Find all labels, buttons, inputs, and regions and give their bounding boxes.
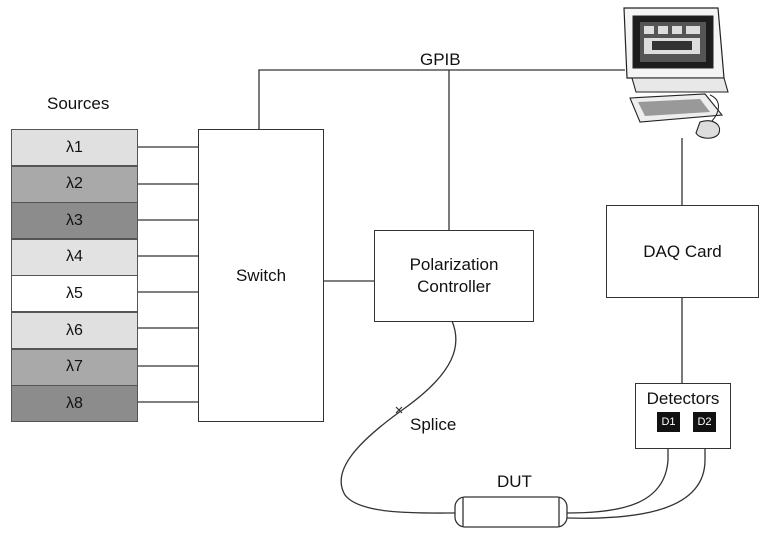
detectors-label: Detectors bbox=[646, 389, 720, 408]
switch-label: Switch bbox=[235, 265, 287, 285]
splice-mark-icon bbox=[395, 406, 403, 414]
detectors-box: Detectors bbox=[635, 383, 731, 449]
splice-label: Splice bbox=[410, 415, 457, 434]
source-lambda-5: λ5 bbox=[11, 275, 138, 313]
detector-d2: D2 bbox=[693, 412, 716, 432]
sources-label: Sources bbox=[47, 94, 110, 113]
source-lambda-6: λ6 bbox=[11, 312, 138, 349]
source-label: λ2 bbox=[66, 175, 83, 193]
source-label: λ5 bbox=[66, 284, 83, 302]
computer-icon bbox=[623, 7, 729, 139]
detector-d1: D1 bbox=[657, 412, 680, 432]
source-lambda-7: λ7 bbox=[11, 348, 138, 386]
source-lambda-1: λ1 bbox=[11, 129, 138, 166]
dut-label: DUT bbox=[497, 472, 532, 491]
dut-capsule-icon bbox=[454, 496, 568, 528]
polarization-controller-box: Polarization Controller bbox=[374, 230, 534, 322]
polarization-controller-label-line2: Controller bbox=[417, 277, 491, 296]
source-label: λ8 bbox=[66, 394, 83, 412]
source-lambda-3: λ3 bbox=[11, 202, 138, 240]
source-lambda-4: λ4 bbox=[11, 238, 138, 276]
switch-box: Switch bbox=[198, 129, 324, 422]
source-label: λ4 bbox=[66, 248, 83, 266]
source-label: λ7 bbox=[66, 358, 83, 376]
source-label: λ3 bbox=[66, 211, 83, 229]
daq-card-label: DAQ Card bbox=[643, 241, 722, 261]
fiber-controller-to-dut bbox=[340, 320, 457, 514]
gpib-bus-line bbox=[258, 69, 625, 129]
fiber-dut-to-d2 bbox=[566, 432, 706, 519]
source-label: λ6 bbox=[66, 321, 83, 339]
polarization-controller-label-line1: Polarization bbox=[409, 255, 499, 274]
source-label: λ1 bbox=[66, 138, 83, 156]
source-lambda-8: λ8 bbox=[11, 385, 138, 423]
gpib-label: GPIB bbox=[420, 50, 461, 69]
fiber-dut-to-d1 bbox=[566, 432, 669, 514]
daq-card-box: DAQ Card bbox=[606, 205, 759, 298]
source-lambda-2: λ2 bbox=[11, 165, 138, 203]
